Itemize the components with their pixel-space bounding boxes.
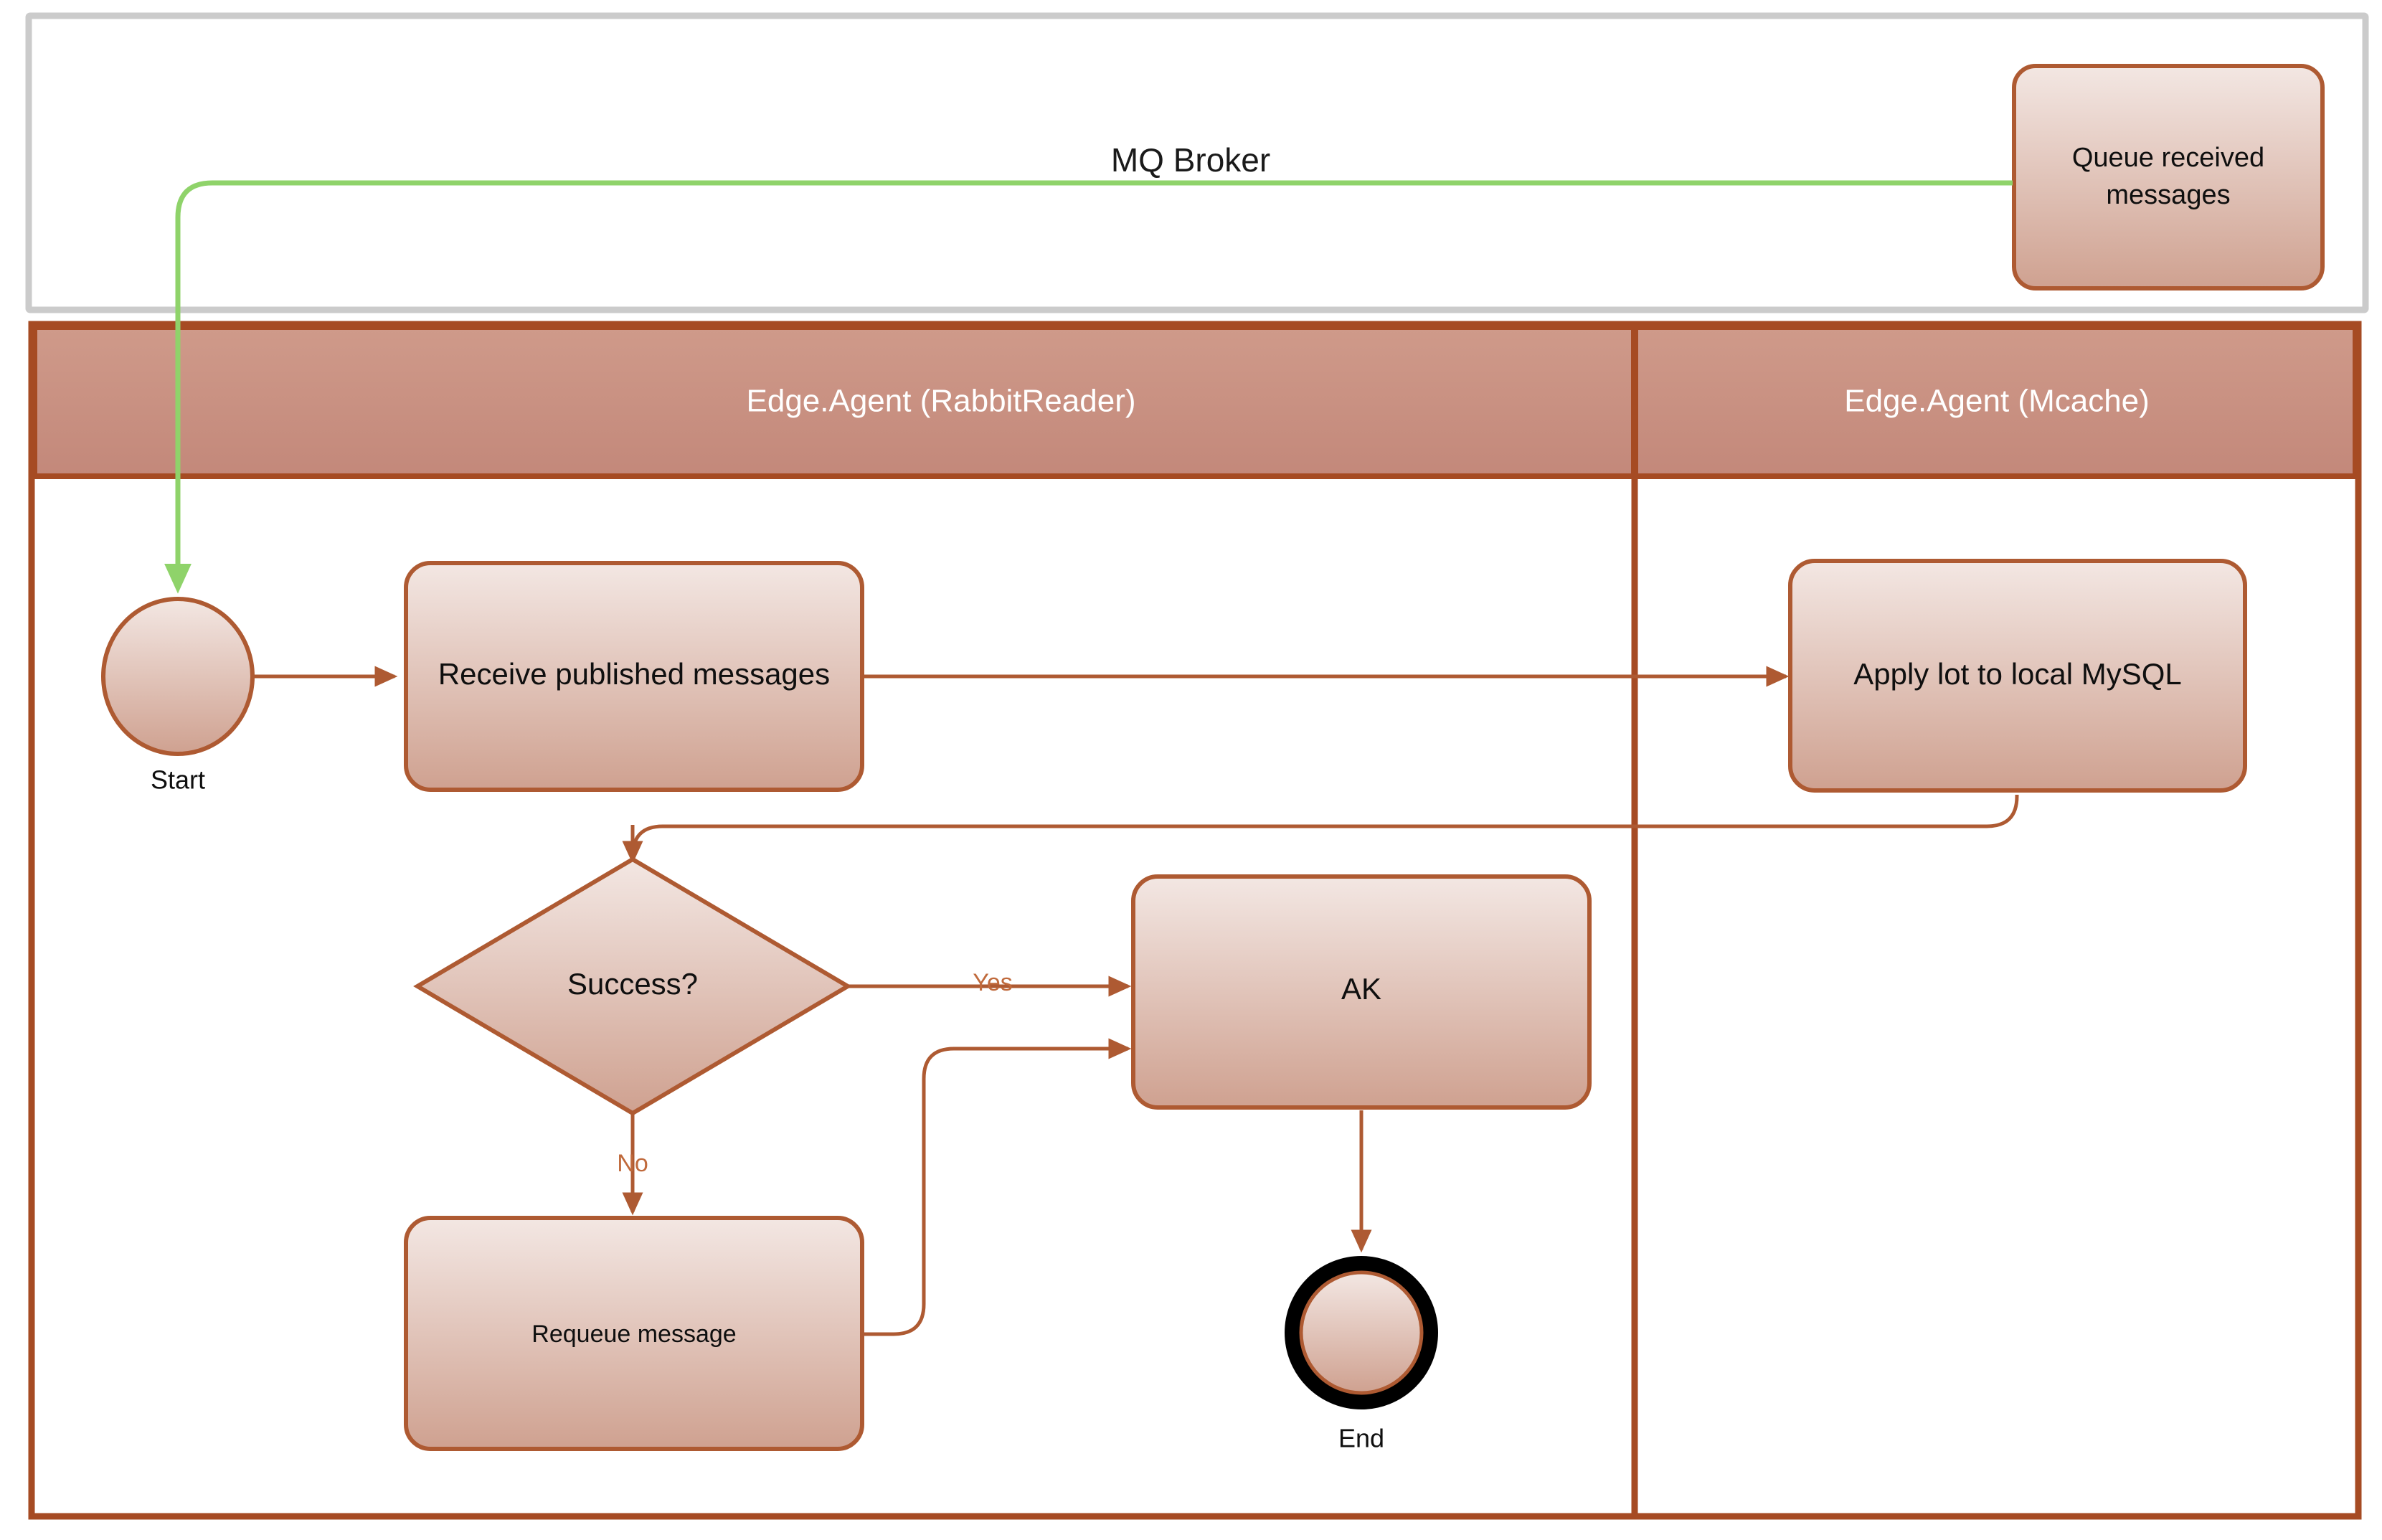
edge-requeue-to-ak [862,1038,1132,1336]
lane-mcache-header [1632,324,2358,479]
node-queue-received-messages[interactable]: Queue received messages [2012,64,2325,290]
node-receive-published-messages-shape[interactable] [404,561,864,792]
node-apply-lot-to-local-mysql-shape[interactable] [1788,559,2247,793]
edge-success-yes-label: Yes [973,969,1012,996]
node-queue-received-messages-shape[interactable] [2012,64,2325,290]
node-apply-lot-to-local-mysql[interactable]: Apply lot to local MySQL [1788,559,2247,793]
node-requeue-message[interactable]: Requeue message [404,1216,864,1451]
edge-queue-to-start [164,180,2013,594]
node-queue-received-messages-label-line1: Queue received [2072,143,2264,173]
node-start[interactable]: Start [101,597,255,795]
node-receive-published-messages[interactable]: Receive published messages [404,561,864,792]
pool-mq-broker-frame [25,12,2369,313]
lane-mcache-title: Edge.Agent (Mcache) [1844,384,2150,419]
node-queue-received-messages-label-line2: messages [2106,180,2230,210]
node-success-decision-shape[interactable] [413,856,852,1116]
node-end[interactable]: End [1285,1256,1438,1453]
node-end-label: End [1338,1424,1384,1453]
node-requeue-message-label: Requeue message [531,1321,736,1348]
pool-mq-broker-title: MQ Broker [1111,141,1270,179]
node-receive-published-messages-label: Receive published messages [438,657,830,691]
node-requeue-message-shape[interactable] [404,1216,864,1451]
node-start-label: Start [151,765,205,795]
node-ak-shape[interactable] [1131,874,1592,1110]
edge-success-no-label: No [617,1150,648,1177]
node-start-shape[interactable] [101,597,255,756]
lane-rabbitreader-title: Edge.Agent (RabbitReader) [747,384,1136,419]
node-ak-label: AK [1341,972,1381,1006]
node-ak[interactable]: AK [1131,874,1592,1110]
pool-mq-broker: MQ Broker [25,12,2369,313]
node-success-decision-label: Success? [567,967,698,1001]
node-end-inner [1299,1270,1424,1395]
node-apply-lot-to-local-mysql-label: Apply lot to local MySQL [1853,657,2182,691]
node-success-decision[interactable]: Success? [413,856,852,1116]
